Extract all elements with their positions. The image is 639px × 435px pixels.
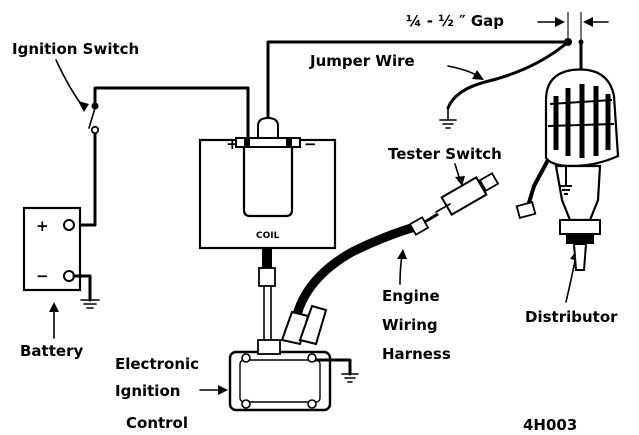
eic-leader <box>199 385 228 395</box>
battery-leader <box>49 302 59 339</box>
ignition-to-coil-wire <box>93 86 250 142</box>
electronic-ignition-control <box>228 304 332 412</box>
eic-ground-icon <box>314 358 359 383</box>
jumper-ground-icon <box>439 107 457 129</box>
ignition-switch <box>88 102 100 135</box>
harness-label-line2: Wiring <box>382 316 438 334</box>
distributor-label: Distributor <box>525 308 618 326</box>
battery-label: Battery <box>20 342 83 360</box>
harness-label-line1: Engine <box>382 287 440 305</box>
ignition-switch-label: Ignition Switch <box>12 40 139 58</box>
battery-minus-sign: − <box>36 267 49 285</box>
coil-label: COIL <box>256 231 280 241</box>
jumper-wire-label: Jumper Wire <box>309 52 415 70</box>
eic-label-line2: Ignition <box>115 382 180 400</box>
tester-switch-label: Tester Switch <box>388 145 502 163</box>
distributor-stub-end <box>578 39 584 45</box>
engine-wiring-harness <box>291 212 439 323</box>
battery-ground-icon <box>72 274 100 309</box>
coil-to-eic-wire <box>258 248 276 345</box>
ignition-switch-leader <box>55 59 89 112</box>
tester-switch-leader <box>454 163 465 186</box>
harness-label-line3: Harness <box>382 345 451 363</box>
harness-leader <box>397 249 407 285</box>
battery-plus-sign: + <box>36 217 49 235</box>
ignition-coil: + − COIL <box>198 116 337 250</box>
eic-label-line1: Electronic <box>115 355 199 373</box>
eic-label-line3: Control <box>126 414 188 432</box>
coil-high-tension-wire <box>266 40 570 120</box>
distributor <box>515 68 620 271</box>
gap-arrows <box>537 12 609 44</box>
battery: + − <box>22 206 82 292</box>
tester-switch <box>435 172 500 217</box>
jumper-wire-leader <box>447 65 484 80</box>
jumper-wire <box>446 40 570 110</box>
battery-to-switch-wire <box>76 128 97 227</box>
figure-code: 4H003 <box>523 416 577 434</box>
coil-minus-sign: − <box>304 135 317 153</box>
gap-label: ¼ - ½ ″ Gap <box>406 12 504 30</box>
gap-node <box>564 38 572 46</box>
